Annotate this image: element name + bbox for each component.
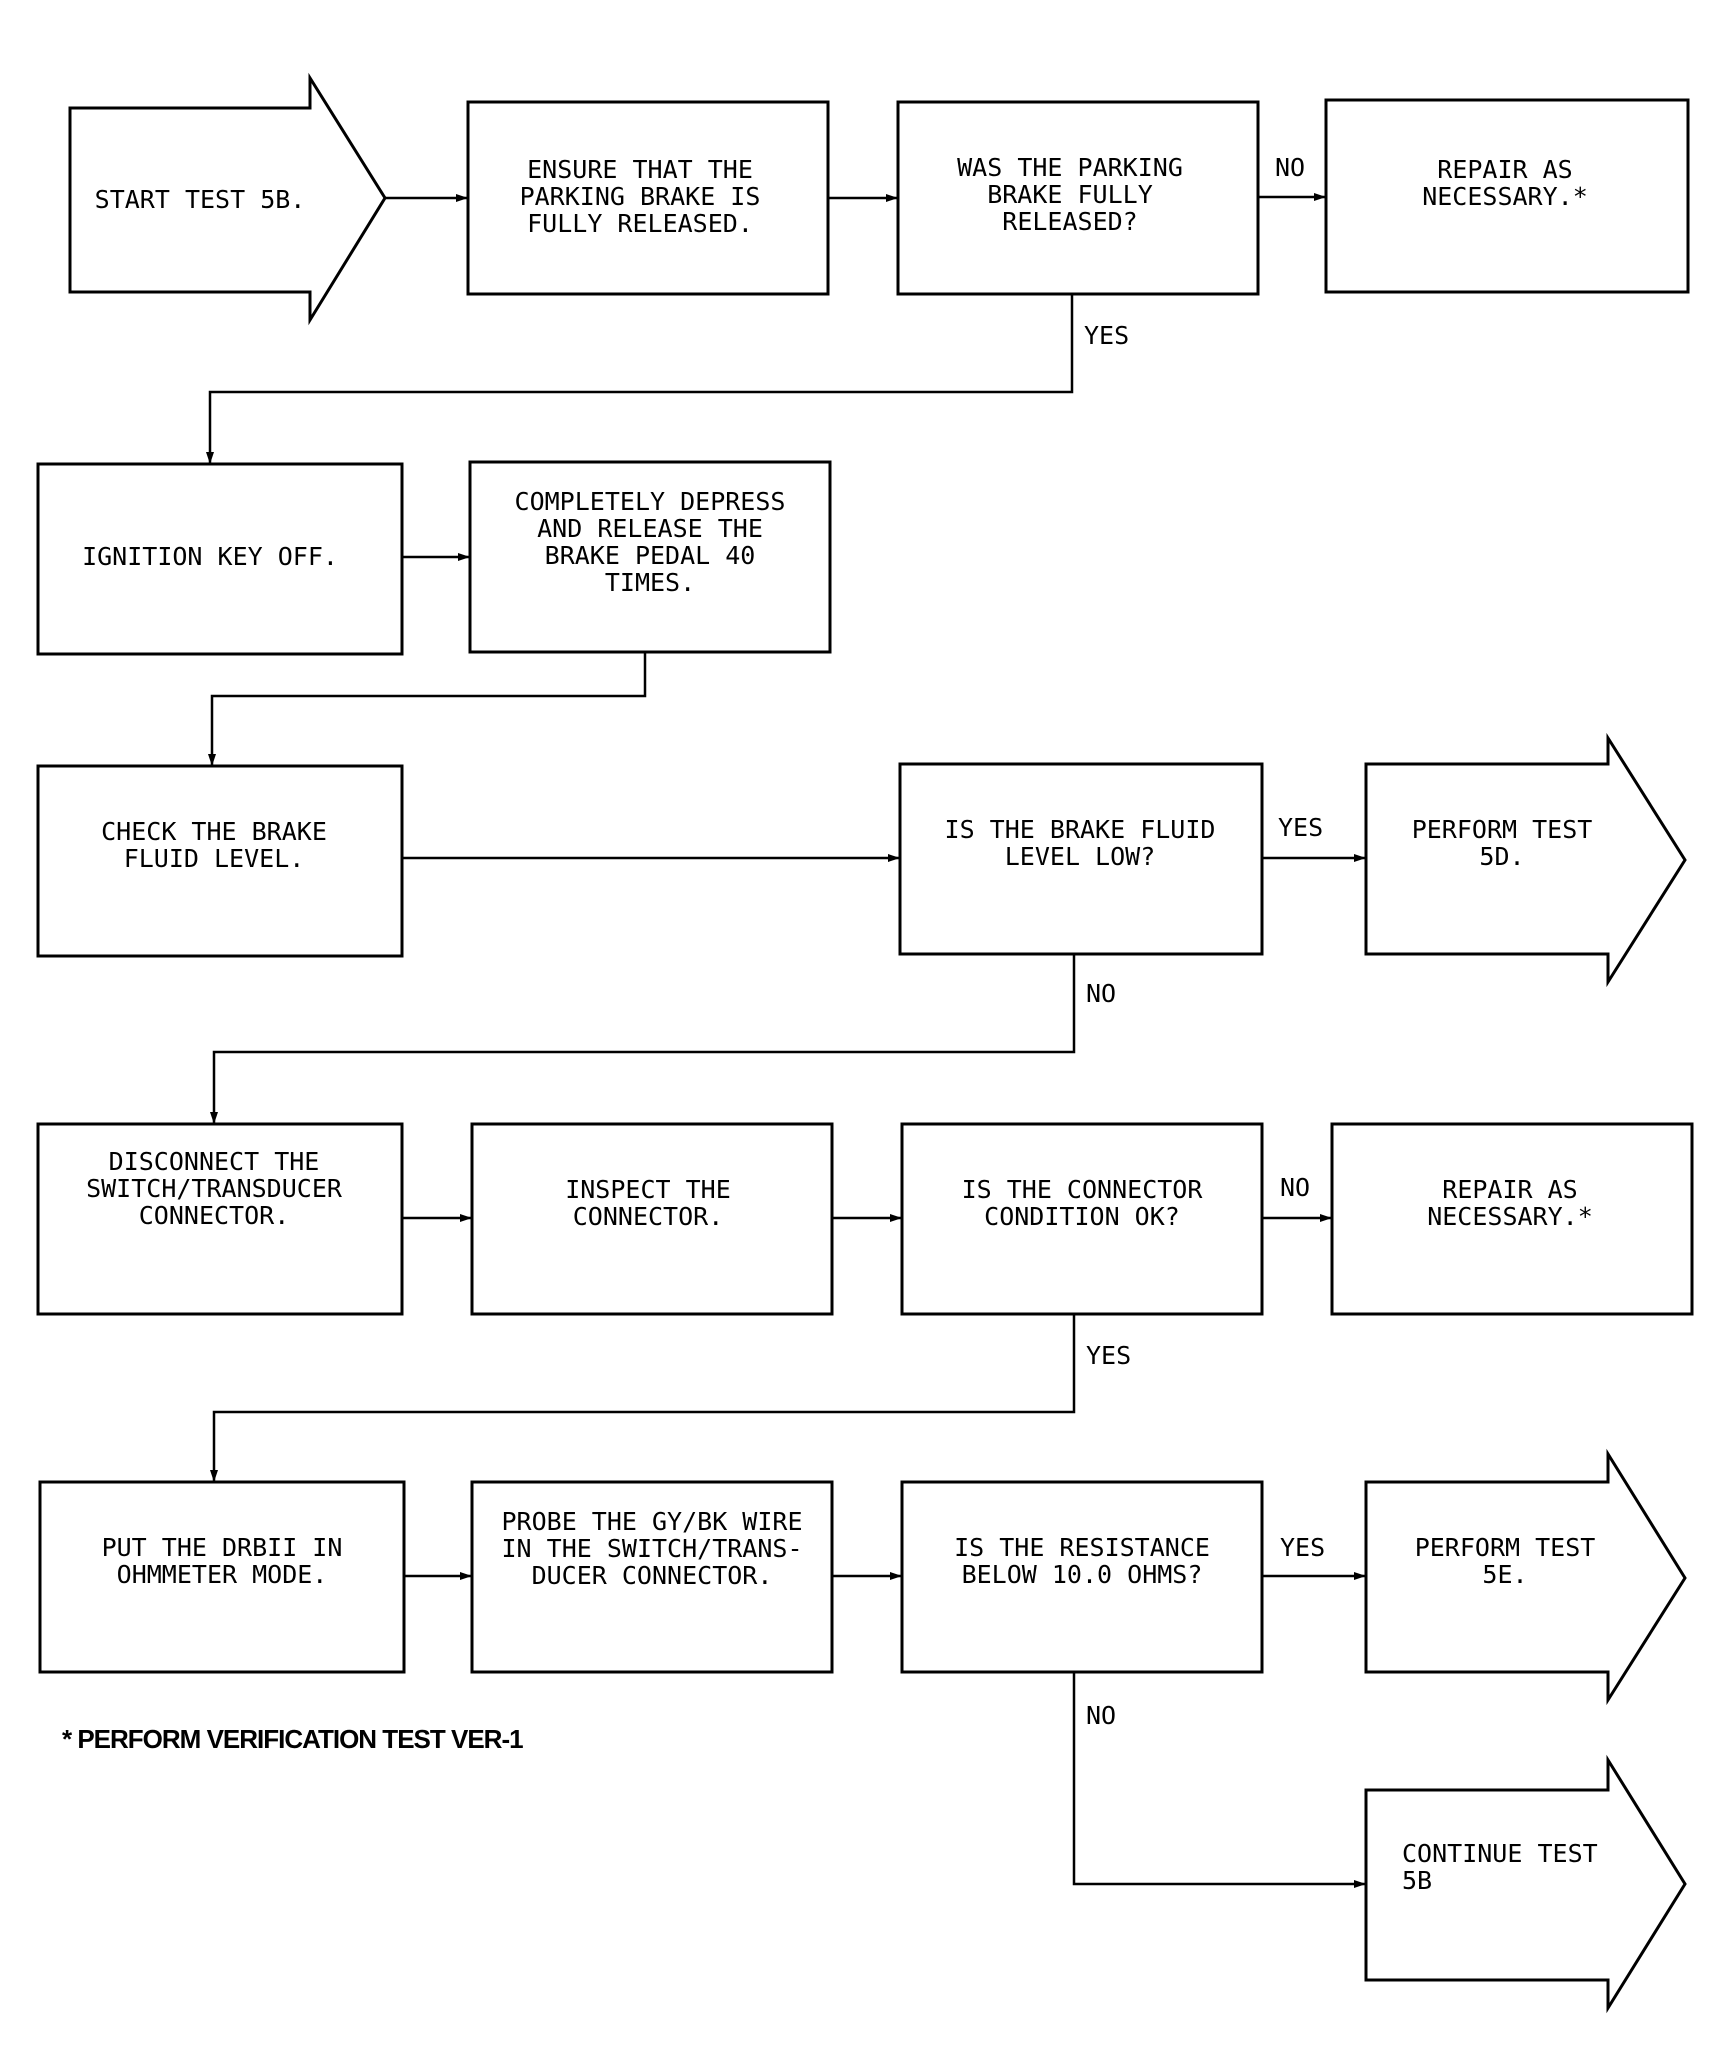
arrowheads [206, 193, 1366, 1888]
text-line: CONTINUE TEST [1402, 1839, 1598, 1868]
text-line: TIMES. [605, 568, 695, 597]
resistance-no-label: NO [1086, 1701, 1116, 1730]
fluid-yes-label: YES [1278, 813, 1323, 842]
text-line: INSPECT THE [565, 1175, 731, 1204]
text-line: PERFORM TEST [1415, 1533, 1596, 1562]
text-line: CONNECTOR. [573, 1202, 724, 1231]
text-line: IGNITION KEY OFF. [82, 542, 338, 571]
text-line: BRAKE FULLY [987, 180, 1153, 209]
text-line: OHMMETER MODE. [117, 1560, 328, 1589]
text-line: PARKING BRAKE IS [520, 182, 761, 211]
text-line: CHECK THE BRAKE [101, 817, 327, 846]
fluid-no-label: NO [1086, 979, 1116, 1008]
text-line: PROBE THE GY/BK WIRE [501, 1507, 802, 1536]
text-line: PUT THE DRBII IN [102, 1533, 343, 1562]
text-line: CONNECTOR. [139, 1201, 290, 1230]
text-line: WAS THE PARKING [957, 153, 1183, 182]
resistance-yes-label: YES [1280, 1533, 1325, 1562]
released-no-label: NO [1275, 153, 1305, 182]
text-line: RELEASED? [1002, 207, 1137, 236]
text-line: START TEST 5B. [95, 185, 306, 214]
text-line: IN THE SWITCH/TRANS- [501, 1534, 802, 1563]
text-line: DUCER CONNECTOR. [532, 1561, 773, 1590]
text-line: IS THE CONNECTOR [962, 1175, 1204, 1204]
text-line: 5B [1402, 1866, 1432, 1895]
text-line: IS THE BRAKE FLUID [945, 815, 1216, 844]
text-line: BRAKE PEDAL 40 [545, 541, 756, 570]
text-line: 5E. [1482, 1560, 1527, 1589]
ignition-off-text: IGNITION KEY OFF. [82, 542, 338, 571]
text-line: DISCONNECT THE [109, 1147, 320, 1176]
start-arrow-node: START TEST 5B. [68, 72, 387, 326]
start-text: START TEST 5B. [95, 185, 306, 214]
connector-yes-label: YES [1086, 1341, 1131, 1370]
text-line: NECESSARY.* [1422, 182, 1588, 211]
text-line: SWITCH/TRANSDUCER [86, 1174, 343, 1203]
text-line: COMPLETELY DEPRESS [515, 487, 786, 516]
text-line: PERFORM TEST [1412, 815, 1593, 844]
text-line: AND RELEASE THE [537, 514, 763, 543]
text-line: BELOW 10.0 OHMS? [962, 1560, 1203, 1589]
text-line: LEVEL LOW? [1005, 842, 1156, 871]
released-yes-label: YES [1084, 321, 1129, 350]
text-line: NECESSARY.* [1427, 1202, 1593, 1231]
text-line: 5D. [1479, 842, 1524, 871]
text-line: ENSURE THAT THE [527, 155, 753, 184]
text-line: REPAIR AS [1437, 155, 1572, 184]
text-line: CONDITION OK? [984, 1202, 1180, 1231]
text-line: FLUID LEVEL. [124, 844, 305, 873]
connector-no-label: NO [1280, 1173, 1310, 1202]
text-line: IS THE RESISTANCE [954, 1533, 1210, 1562]
ignition-off-box: IGNITION KEY OFF. [36, 462, 404, 656]
footnote: * PERFORM VERIFICATION TEST VER-1 [62, 1724, 523, 1754]
text-line: FULLY RELEASED. [527, 209, 753, 238]
text-line: REPAIR AS [1442, 1175, 1577, 1204]
